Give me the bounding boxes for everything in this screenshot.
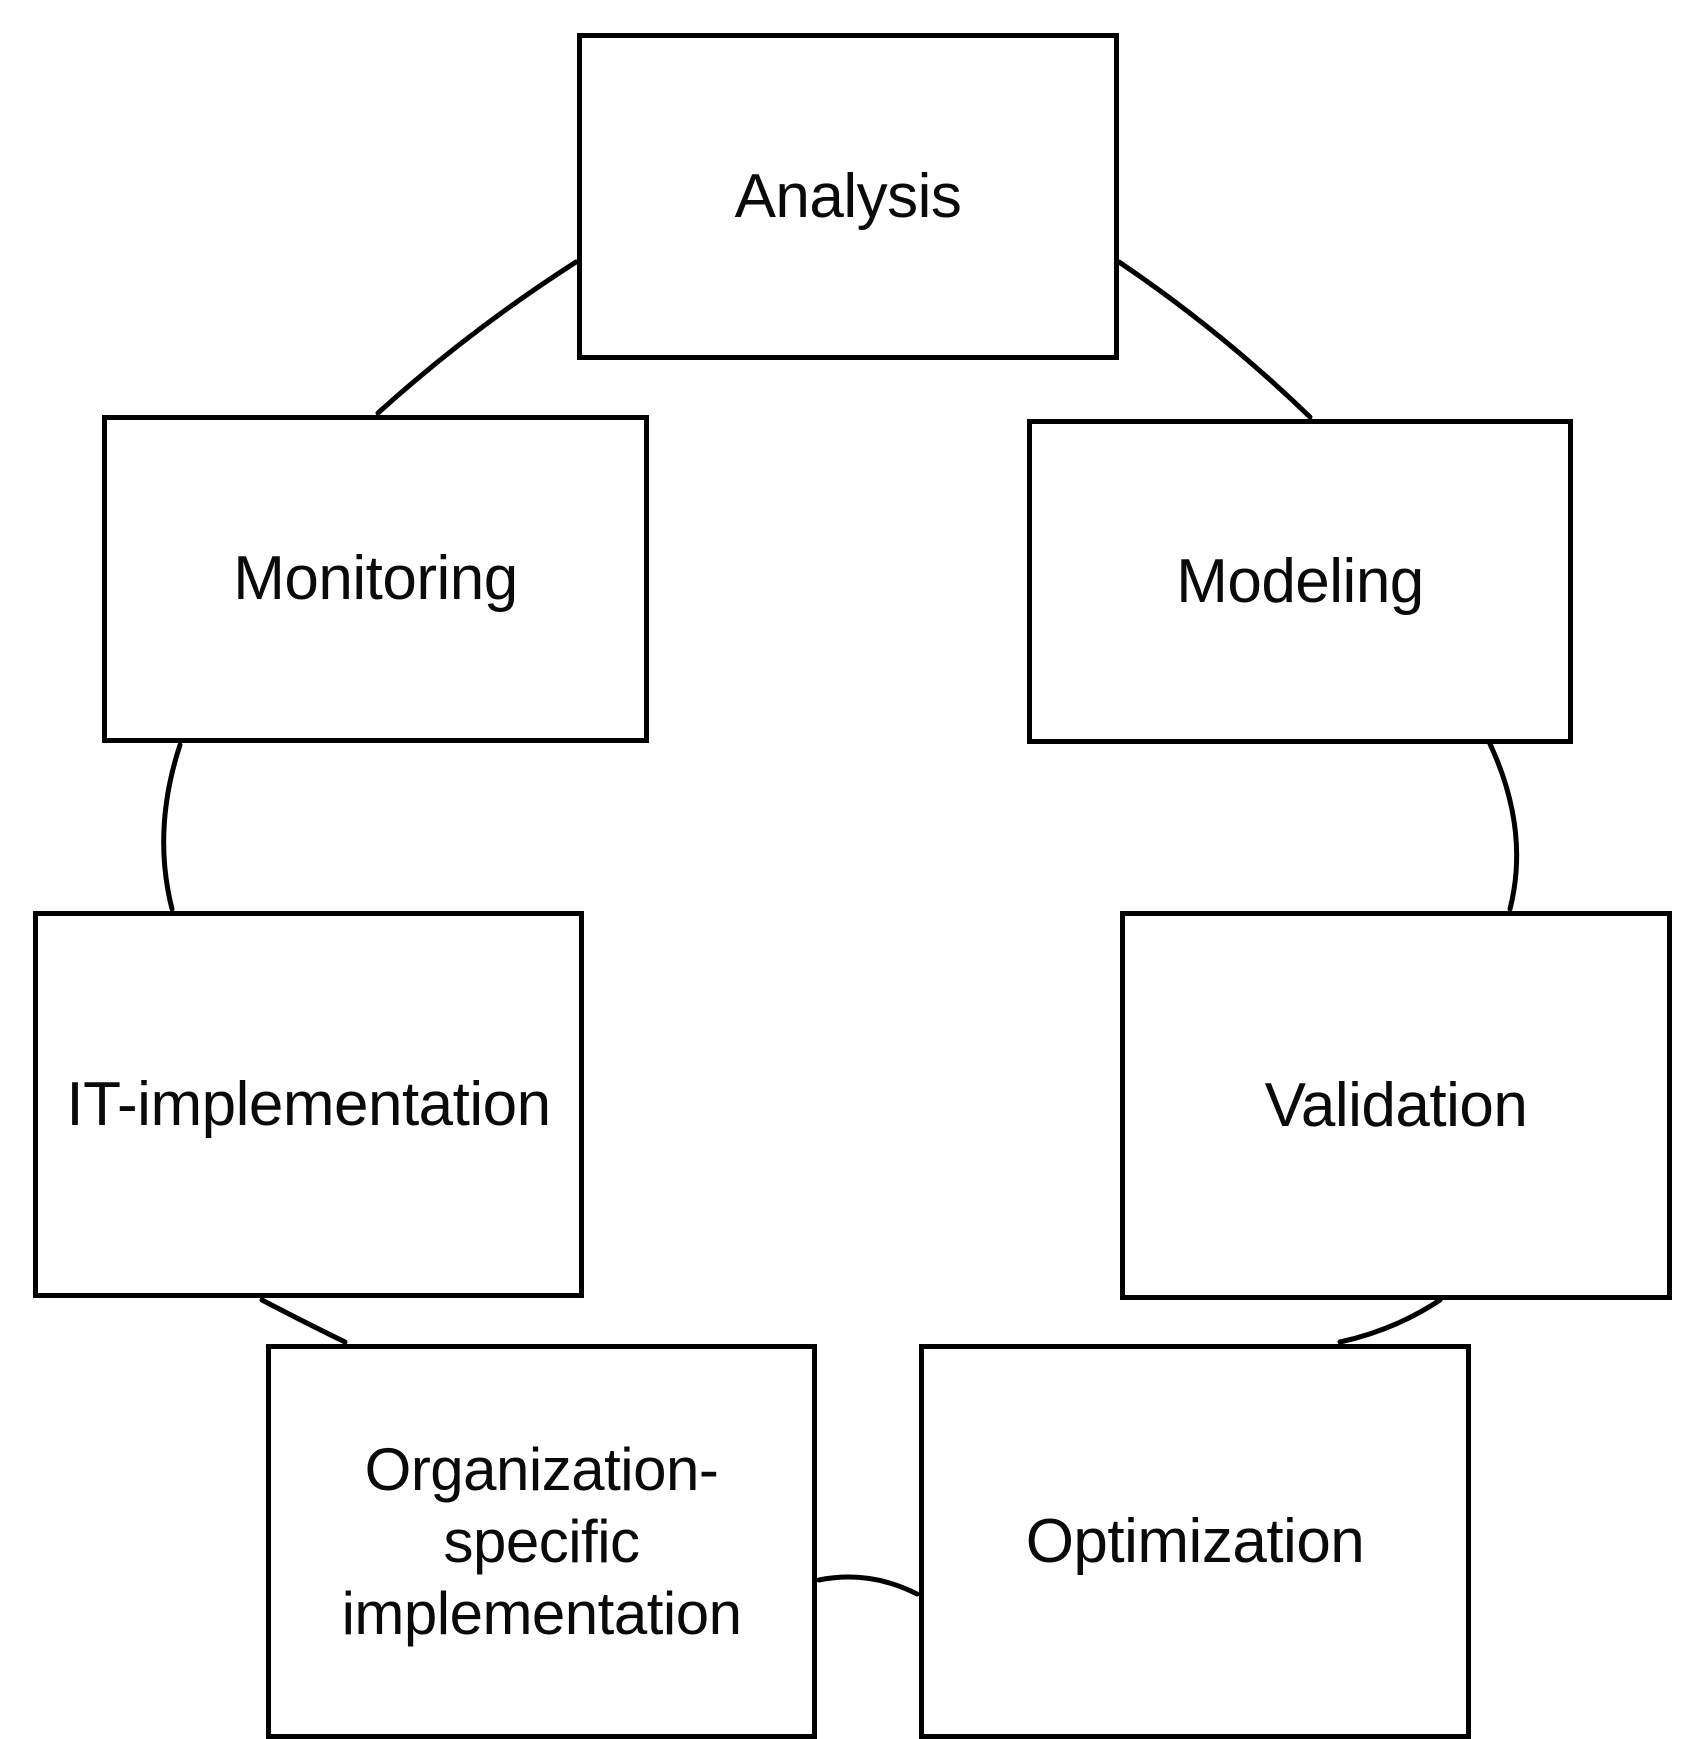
node-analysis-label: Analysis xyxy=(734,161,962,231)
node-analysis[interactable]: Analysis xyxy=(577,33,1119,360)
node-modeling[interactable]: Modeling xyxy=(1027,419,1573,744)
connector-modeling-to-validation xyxy=(1487,741,1520,912)
node-it-implementation[interactable]: IT-implementation xyxy=(33,911,584,1298)
connector-monitoring-to-analysis xyxy=(375,259,579,416)
node-organization-specific-implementation[interactable]: Organization- specific implementation xyxy=(266,1344,817,1739)
node-optimization[interactable]: Optimization xyxy=(919,1344,1471,1739)
node-it-implementation-label: IT-implementation xyxy=(66,1069,551,1139)
node-monitoring[interactable]: Monitoring xyxy=(102,415,649,743)
node-modeling-label: Modeling xyxy=(1176,546,1424,616)
node-monitoring-label: Monitoring xyxy=(233,544,518,614)
node-validation-label: Validation xyxy=(1264,1070,1528,1140)
node-organization-specific-implementation-label: Organization- specific implementation xyxy=(341,1435,742,1647)
connector-organization-to-it xyxy=(259,1297,348,1345)
connector-analysis-to-modeling xyxy=(1116,259,1313,420)
connector-layer xyxy=(161,259,1520,1597)
process-cycle-diagram: Analysis Modeling Validation Optimizatio… xyxy=(33,33,1672,1739)
connector-optimization-to-organization xyxy=(816,1574,920,1597)
connector-it-to-monitoring xyxy=(161,742,183,912)
connector-validation-to-optimization xyxy=(1337,1297,1443,1345)
node-optimization-label: Optimization xyxy=(1025,1506,1365,1576)
node-validation[interactable]: Validation xyxy=(1120,911,1672,1300)
